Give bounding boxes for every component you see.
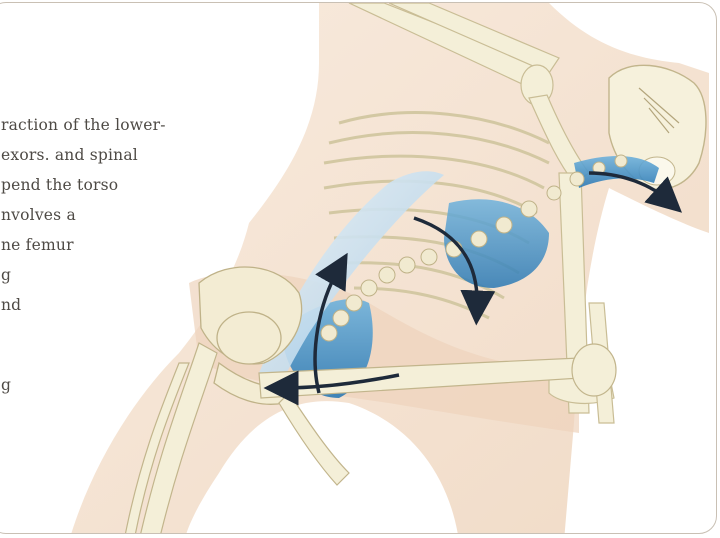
caption-line-7: nd — [1, 296, 21, 314]
anatomy-illustration — [0, 3, 709, 534]
caption-line-4: nvolves a — [1, 206, 76, 224]
caption-line-6: g — [1, 266, 11, 284]
caption-line-2: exors. and spinal — [1, 146, 138, 164]
caption-line-1: raction of the lower- — [1, 116, 166, 134]
caption-line-3: pend the torso — [1, 176, 118, 194]
caption-line-5: ne femur — [1, 236, 74, 254]
caption-line-9: g — [1, 376, 11, 394]
